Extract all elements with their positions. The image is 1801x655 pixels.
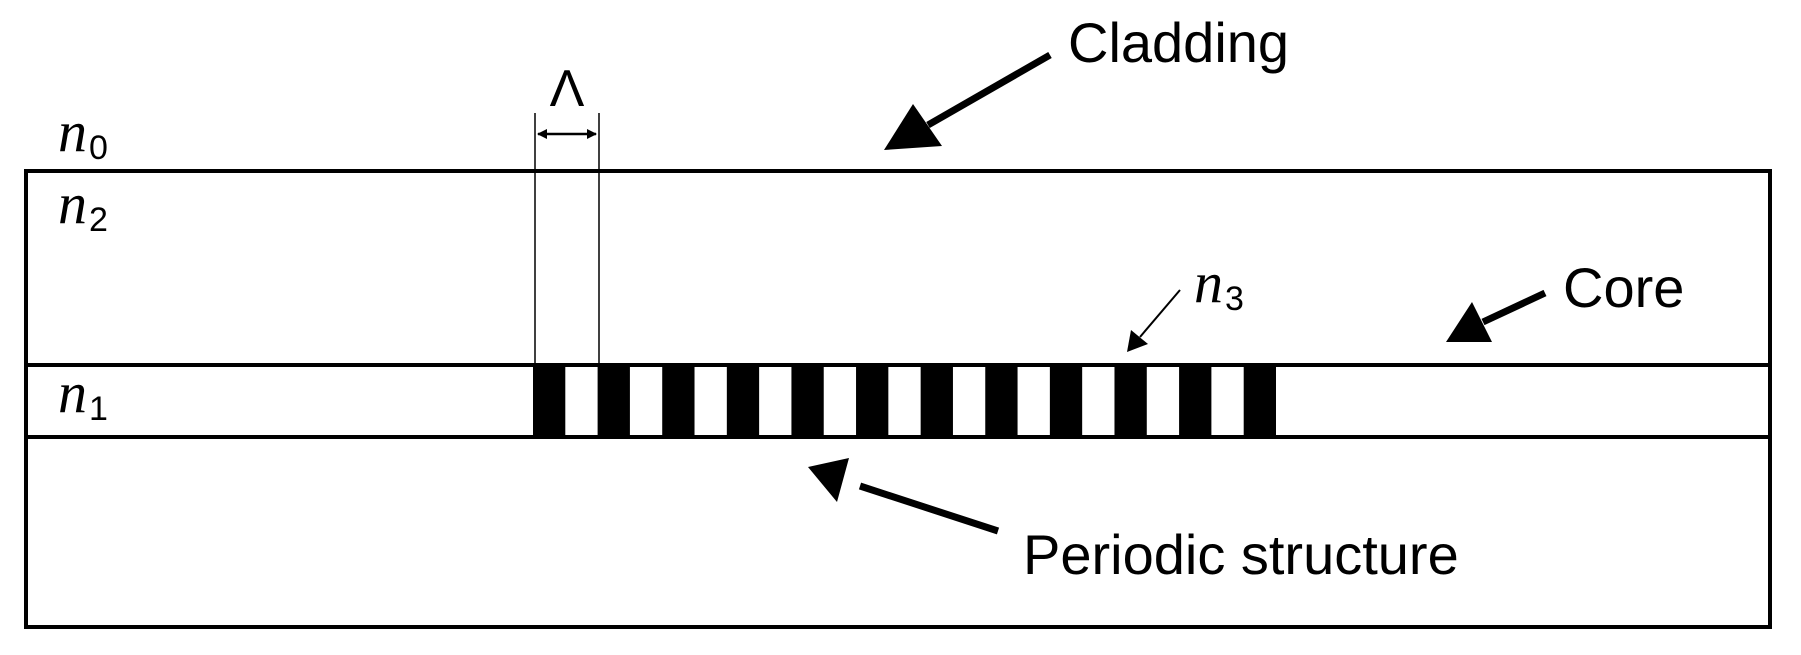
- cladding-arrow: [884, 51, 1052, 150]
- n1-label: n1: [58, 360, 108, 428]
- n2-label: n2: [58, 171, 108, 239]
- waveguide-outline: [24, 169, 1772, 629]
- grating-stripe: [1179, 365, 1212, 437]
- grating-stripe: [597, 365, 630, 437]
- core-arrow: [1446, 289, 1547, 342]
- n3-arrow: [1127, 289, 1181, 352]
- grating-stripe: [791, 365, 824, 437]
- grating-stripe: [533, 365, 566, 437]
- grating-stripe: [920, 365, 953, 437]
- grating-stripe: [662, 365, 695, 437]
- grating-stripe: [1114, 365, 1147, 437]
- n0-label: n0: [58, 99, 108, 167]
- grating-stripe: [726, 365, 760, 437]
- periodic-structure-arrow: [808, 458, 1000, 535]
- core-label: Core: [1563, 256, 1684, 319]
- grating-stripe: [1049, 365, 1083, 437]
- period-label: Λ: [550, 60, 585, 118]
- periodic-structure-label: Periodic structure: [1023, 523, 1459, 586]
- cladding-label: Cladding: [1068, 11, 1289, 74]
- n3-label: n3: [1194, 250, 1244, 318]
- grating-stripe: [856, 365, 889, 437]
- grating-stripe: [985, 365, 1018, 437]
- periodic-structure-grating: [533, 365, 1276, 437]
- grating-stripe: [1243, 365, 1276, 437]
